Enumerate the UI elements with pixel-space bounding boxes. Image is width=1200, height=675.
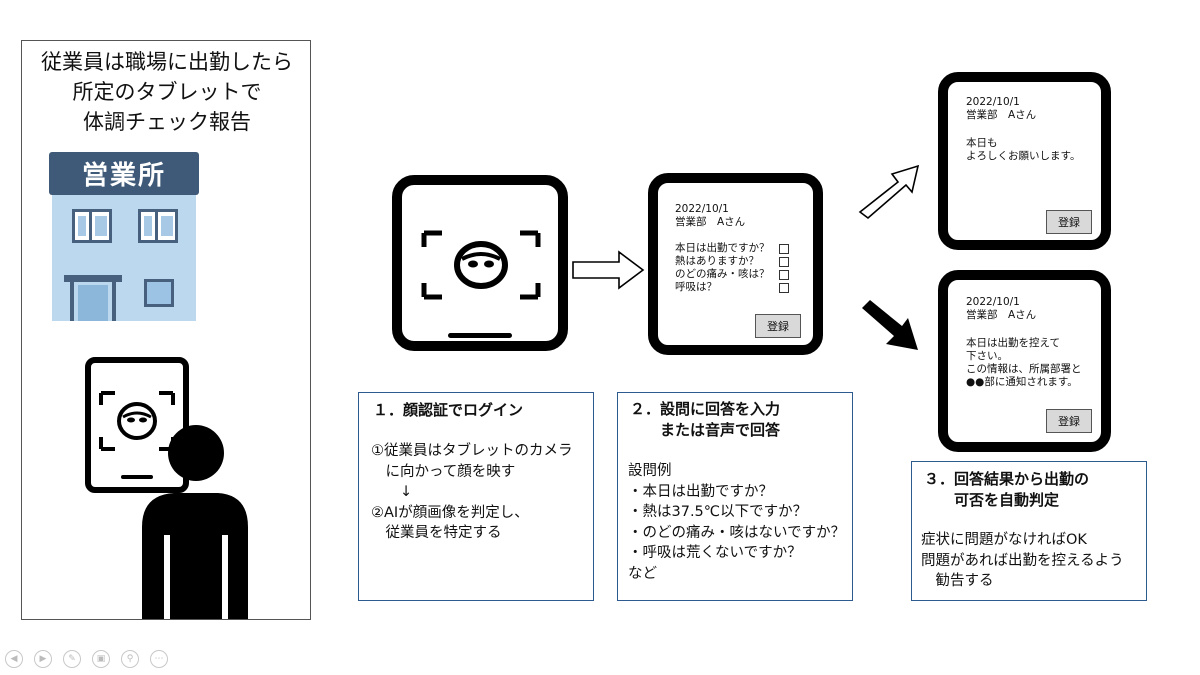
building-body [52, 195, 196, 321]
date-text: 2022/10/1 [966, 96, 1020, 108]
checkbox[interactable] [779, 257, 789, 267]
title-line-3: 体調チェック報告 [83, 110, 251, 134]
register-button[interactable]: 登録 [1046, 210, 1092, 234]
employee-name: 営業部 Aさん [966, 309, 1037, 321]
question-row: 本日は出勤ですか？ [675, 242, 789, 255]
checkbox[interactable] [779, 283, 789, 293]
question-row: 呼吸は？ [675, 281, 789, 294]
register-button[interactable]: 登録 [1046, 409, 1092, 433]
step2-line: ・熱は37.5℃以下ですか？ [628, 504, 808, 520]
building-entrance [64, 275, 122, 321]
step3-caption: ３．回答結果から出勤の 可否を自動判定 症状に問題がなければOK 問題があれば出… [911, 461, 1147, 601]
message-line: 下さい。 [966, 350, 1008, 362]
step1-caption: １．顔認証でログイン ①従業員はタブレットのカメラ に向かって顔を映す ↓ ②A… [358, 392, 594, 601]
face-scan-icon [421, 230, 541, 300]
question-row: のどの痛み・咳は？ [675, 268, 789, 281]
building-window [72, 209, 112, 243]
office-building-illustration: 営業所 [49, 152, 199, 322]
message-line: ●●部に通知されます。 [966, 376, 1078, 388]
step3-title-line: 可否を自動判定 [924, 491, 1060, 509]
step1-line: に向かって顔を映す [371, 463, 516, 480]
step1-line: ②AIが顔画像を判定し、 [371, 504, 529, 521]
tablet-illustration [85, 357, 189, 493]
slides-icon[interactable]: ▣ [92, 650, 110, 668]
home-bar [448, 333, 512, 338]
step2-line: ・本日は出勤ですか？ [628, 483, 773, 500]
phone-questions: 2022/10/1 営業部 Aさん 本日は出勤ですか？ 熱はありますか？ のどの… [648, 173, 823, 355]
step1-line: 従業員を特定する [371, 525, 502, 541]
question-text: のどの痛み・咳は？ [675, 268, 770, 280]
employee-name: 営業部 Aさん [966, 109, 1037, 121]
phone-result-ng: 2022/10/1 営業部 Aさん 本日は出勤を控えて 下さい。 この情報は、所… [938, 270, 1111, 452]
step2-title-line: ２．設問に回答を入力 [630, 400, 781, 418]
step2-line: ・呼吸は荒くないですか？ [628, 545, 802, 561]
step1-line: ①従業員はタブレットのカメラ [371, 443, 573, 459]
step2-line: 設問例 [628, 463, 672, 479]
step1-line: ↓ [371, 484, 413, 500]
building-window [138, 209, 178, 243]
title-line-1: 従業員は職場に出勤したら [41, 50, 293, 74]
arrow-down-right-icon [862, 300, 918, 350]
message-line: よろしくお願いします。 [966, 150, 1081, 162]
date-text: 2022/10/1 [675, 203, 729, 215]
arrow-right-icon [572, 250, 645, 290]
arrow-up-right-icon [858, 164, 920, 220]
step2-caption: ２．設問に回答を入力 または音声で回答 設問例 ・本日は出勤ですか？ ・熱は37… [617, 392, 853, 601]
question-text: 本日は出勤ですか？ [675, 242, 770, 254]
step1-title: １．顔認証でログイン [373, 401, 524, 419]
person-silhouette-icon [142, 425, 248, 619]
step2-line: など [628, 565, 657, 582]
message-line: 本日は出勤を控えて [966, 337, 1060, 349]
phone-face-auth [392, 175, 568, 351]
step2-title-line: または音声で回答 [630, 421, 781, 439]
more-icon[interactable]: ⋯ [150, 650, 168, 668]
left-panel-title: 従業員は職場に出勤したら 所定のタブレットで 体調チェック報告 [22, 47, 312, 137]
checkbox[interactable] [779, 244, 789, 254]
question-text: 熱はありますか？ [675, 255, 759, 267]
employee-name: 営業部 Aさん [675, 216, 746, 228]
question-text: 呼吸は？ [675, 281, 717, 293]
next-icon[interactable]: ▶ [34, 650, 52, 668]
title-line-2: 所定のタブレットで [72, 80, 262, 104]
step3-line: 症状に問題がなければOK [921, 532, 1087, 548]
building-sign: 営業所 [49, 152, 199, 195]
pen-icon[interactable]: ✎ [63, 650, 81, 668]
checkbox[interactable] [779, 270, 789, 280]
date-text: 2022/10/1 [966, 296, 1020, 308]
register-button[interactable]: 登録 [755, 314, 801, 338]
left-panel: 従業員は職場に出勤したら 所定のタブレットで 体調チェック報告 営業所 [21, 40, 311, 620]
phone-result-ok: 2022/10/1 営業部 Aさん 本日も よろしくお願いします。 登録 [938, 72, 1111, 250]
building-sign-text: 営業所 [81, 161, 166, 191]
zoom-icon[interactable]: ⚲ [121, 650, 139, 668]
message-line: この情報は、所属部署と [966, 363, 1082, 375]
building-window-small [144, 279, 174, 307]
step3-line: 勧告する [921, 573, 994, 589]
prev-icon[interactable]: ◀ [5, 650, 23, 668]
step3-line: 問題があれば出勤を控えるよう [921, 552, 1124, 569]
question-row: 熱はありますか？ [675, 255, 789, 268]
step3-title-line: ３．回答結果から出勤の [924, 470, 1090, 488]
message-line: 本日も [966, 137, 998, 149]
step2-line: ・のどの痛み・咳はないですか？ [628, 524, 846, 541]
face-scan-icon [99, 391, 175, 451]
